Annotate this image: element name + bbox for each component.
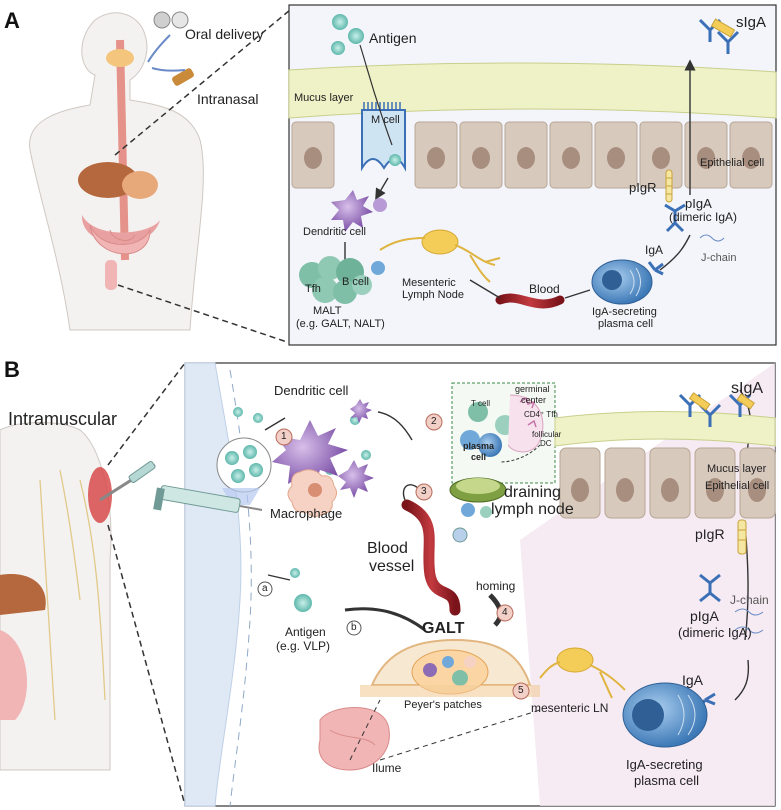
t-cell-label: T cell <box>471 399 490 408</box>
draining-lymph-node <box>449 477 507 543</box>
j-chain-label-a: J-chain <box>701 252 737 264</box>
iga-secreting-label-b-line1: IgA-secreting <box>626 757 703 772</box>
iga-antibody-icons-a <box>647 18 740 276</box>
malt-cluster <box>299 256 385 304</box>
plasma-cell-b <box>622 682 708 748</box>
iga-label-a: IgA <box>645 243 664 257</box>
iga-secreting-label-a-line2: plasma cell <box>598 318 654 330</box>
intranasal-label: Intranasal <box>197 91 259 107</box>
intramuscular-label: Intramuscular <box>8 409 118 429</box>
dendritic-cells-b <box>272 399 374 498</box>
pill-icon <box>153 11 189 29</box>
epithelial-cell-label-a: Epithelial cell <box>700 157 765 169</box>
follicular-label-line2: DC <box>540 439 552 448</box>
m-cell-label: M cell <box>371 114 400 126</box>
antigen-particles-a <box>331 14 401 166</box>
mesenteric-ln-b <box>539 647 626 699</box>
step-2: 2 <box>431 416 437 427</box>
macrophage-label: Macrophage <box>270 506 343 521</box>
plasma-cell-a <box>591 259 653 305</box>
lymph-node-zoom <box>451 382 556 484</box>
dendritic-cells-a <box>331 190 387 232</box>
draining-lymph-node-line2: lymph node <box>491 501 574 518</box>
ilume-label: Ilume <box>372 761 402 775</box>
draining-lymph-node-line1: draining <box>504 484 561 501</box>
macrophage <box>287 469 338 518</box>
piga-label-a: pIgA <box>685 196 712 211</box>
m-cell <box>361 102 406 172</box>
piga-label-b: pIgA <box>690 608 719 624</box>
antigen-label-b-line1: Antigen <box>285 625 326 639</box>
iga-secreting-label-b-line2: plasma cell <box>634 773 700 788</box>
plasma-cell-label-b-line1: plasma <box>463 441 495 451</box>
muscle-injection-site <box>88 467 112 523</box>
mucus-layer-label-a: Mucus layer <box>294 92 354 104</box>
mucus-layer-label-b: Mucus layer <box>707 463 767 475</box>
follicular-label-line1: follicular <box>532 430 562 439</box>
galt-label: GALT <box>422 620 465 637</box>
pigr-b <box>737 519 747 555</box>
human-figure-b <box>0 422 156 771</box>
cd4-tfh-label: CD4⁺ Tfh <box>524 410 558 419</box>
nasal-spray-icon <box>172 68 194 86</box>
peyers-patches-label: Peyer's patches <box>404 699 482 711</box>
iga-antibody-icons-b <box>678 392 755 711</box>
mesenteric-label-a-line1: Mesenteric <box>402 277 456 289</box>
siga-label-b: sIgA <box>731 380 764 397</box>
blood-label-a: Blood <box>529 282 560 296</box>
sub-step-b: b <box>351 622 357 633</box>
dendritic-cell-label-a: Dendritic cell <box>303 226 366 238</box>
oral-delivery-label: Oral delivery <box>185 26 264 42</box>
dendritic-cell-label-b: Dendritic cell <box>274 383 349 398</box>
iga-secreting-label-a-line1: IgA-secreting <box>592 306 657 318</box>
germinal-label-line1: germinal <box>515 384 550 394</box>
injection-zoom-circle <box>216 437 272 505</box>
step-4: 4 <box>502 607 508 618</box>
homing-label: homing <box>476 579 516 593</box>
panel-a-letter: A <box>4 8 20 33</box>
dimeric-iga-label-a: (dimeric IgA) <box>669 210 738 224</box>
antigen-label-b-line2: (e.g. VLP) <box>276 639 331 653</box>
blood-vessel-label-line2: vessel <box>369 558 415 575</box>
syringe-icon <box>128 460 156 484</box>
mesenteric-lymph-node-a <box>379 229 501 283</box>
sub-step-a: a <box>262 583 268 594</box>
step-1: 1 <box>281 431 287 442</box>
galt-structure <box>360 638 540 697</box>
j-chain-label-b: J-chain <box>730 593 769 607</box>
mesenteric-ln-label: mesenteric LN <box>531 701 609 715</box>
panel-b-box <box>153 362 776 807</box>
pigr-a <box>665 169 673 203</box>
human-figure-a <box>29 11 204 331</box>
malt-example-label: (e.g. GALT, NALT) <box>296 318 385 330</box>
blood-vessel-b <box>401 499 461 616</box>
germinal-label-line2: center <box>521 395 547 405</box>
epithelial-layer <box>291 121 773 189</box>
b-cell-label-a: B cell <box>342 276 369 288</box>
pigr-label-b: pIgR <box>695 526 725 542</box>
step-markers <box>257 413 530 700</box>
tfh-label-a: Tfh <box>305 283 321 295</box>
pigr-label-a: pIgR <box>629 180 657 195</box>
iga-label-b: IgA <box>682 672 704 688</box>
step-5: 5 <box>518 685 524 696</box>
malt-label: MALT <box>313 305 342 317</box>
mesenteric-label-a-line2: Lymph Node <box>402 289 464 301</box>
antigen-label-a: Antigen <box>369 30 417 46</box>
intestine-icon <box>318 707 390 771</box>
panel-b-letter: B <box>4 357 20 382</box>
epithelial-layer-b <box>559 447 776 519</box>
plasma-cell-label-b-line2: cell <box>471 452 487 462</box>
epithelial-cell-label-b: Epithelial cell <box>705 480 770 492</box>
blood-vessel-a <box>495 293 565 309</box>
syringe-b <box>153 485 263 513</box>
step-3: 3 <box>421 486 427 497</box>
panel-a-box <box>288 4 777 346</box>
dimeric-iga-label-b: (dimeric IgA) <box>678 625 752 640</box>
siga-label-a: sIgA <box>736 14 767 31</box>
blood-vessel-label-line1: Blood <box>367 540 408 557</box>
